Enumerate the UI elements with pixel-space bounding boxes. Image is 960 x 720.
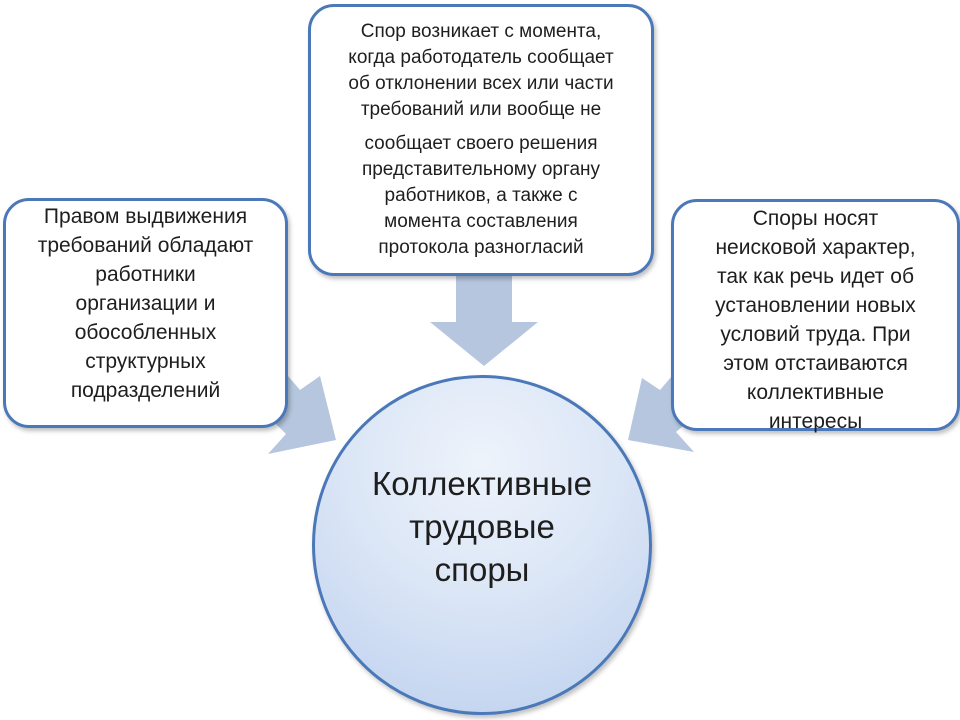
center-title-line: споры	[434, 551, 530, 588]
center-title-line: трудовые	[409, 508, 555, 545]
text-line: обособленных	[74, 321, 217, 344]
text-line: Спор возникает с момента,	[360, 21, 602, 42]
text-line: интересы	[768, 410, 863, 433]
text-line: требований или вообще не	[360, 99, 602, 120]
top-box: Спор возникает с момента, когда работода…	[308, 4, 654, 276]
top-box-part-2: сообщает своего решения представительном…	[311, 131, 651, 261]
center-title: Коллективные трудовые споры	[312, 462, 652, 591]
text-line: когда работодатель сообщает	[348, 47, 614, 68]
text-line: организации и	[75, 292, 216, 315]
right-box: Споры носят неисковой характер, так как …	[671, 199, 960, 433]
top-box-part-1: Спор возникает с момента, когда работода…	[311, 19, 651, 123]
text-line: протокола разногласий	[378, 237, 584, 258]
text-line: представительному органу	[361, 159, 601, 180]
text-line: подразделений	[70, 379, 221, 402]
left-box: Правом выдвижения требований обладают ра…	[3, 198, 288, 428]
text-line: так как речь идет об	[717, 265, 914, 288]
text-line: работников, а также с	[384, 185, 578, 206]
text-line: об отклонении всех или части	[348, 73, 614, 94]
center-title-line: Коллективные	[372, 465, 592, 502]
text-line: коллективные	[746, 381, 885, 404]
text-line: установлении новых	[715, 294, 916, 317]
center-circle	[312, 375, 652, 715]
text-line: сообщает своего решения	[364, 133, 598, 154]
text-line: момента составления	[384, 211, 578, 232]
text-line: условий труда. При	[720, 323, 911, 346]
text-line: структурных	[85, 350, 206, 373]
text-line: работники	[95, 263, 196, 286]
arrow-top-to-center	[430, 276, 538, 366]
text-line: Споры носят	[752, 207, 879, 230]
text-line: Правом выдвижения	[43, 205, 248, 228]
text-line: этом отстаиваются	[723, 352, 908, 375]
text-line: требований обладают	[37, 234, 254, 257]
text-line: неисковой характер,	[715, 236, 916, 259]
